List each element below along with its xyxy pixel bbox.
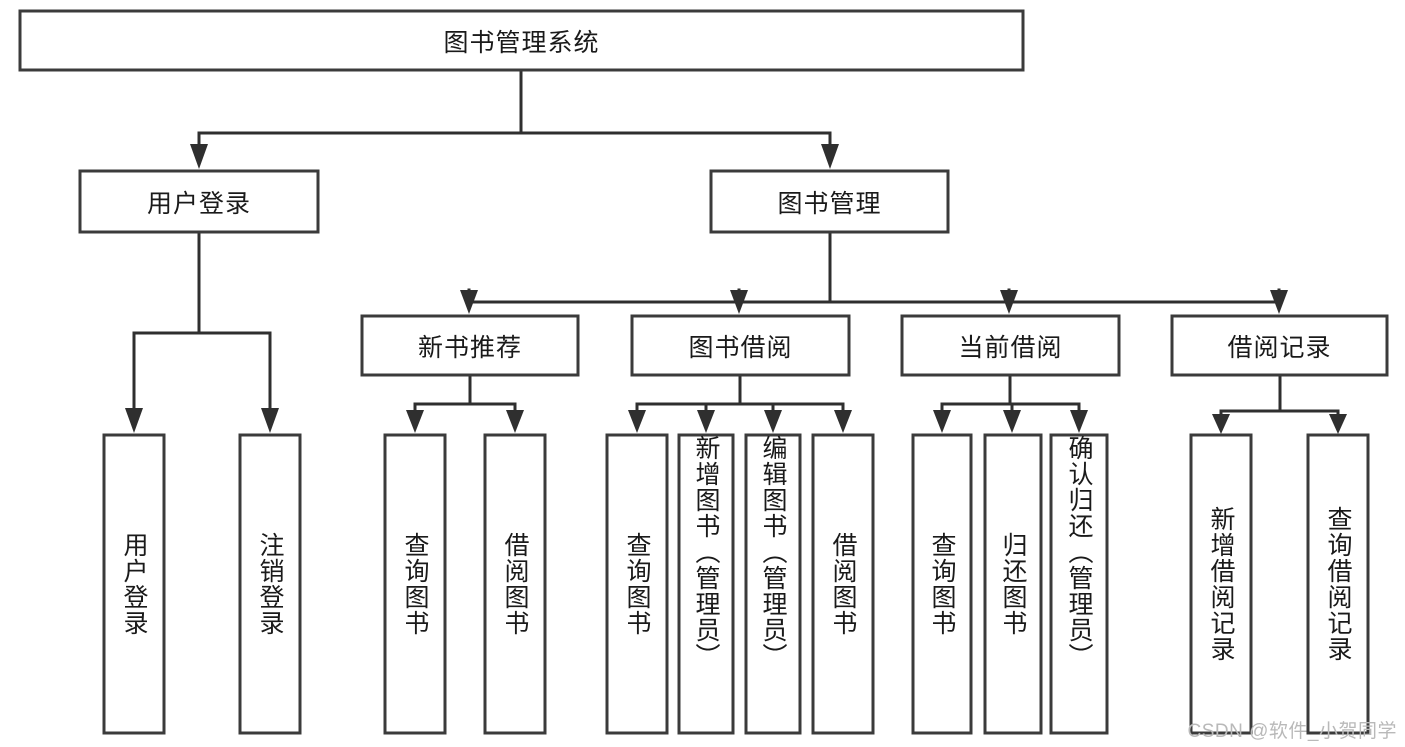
arrow-head-book-borrow — [730, 290, 748, 314]
node-box-book-management[interactable] — [709, 169, 950, 234]
arrow-head-bb-edit — [764, 410, 782, 433]
connectors-borrow-record-children — [1212, 373, 1347, 434]
node-box-leaf-cb-return-book[interactable] — [983, 433, 1043, 735]
arrow-head-cb-return — [1003, 410, 1021, 433]
node-box-book-borrow[interactable] — [630, 314, 851, 377]
arrow-head-br-add — [1212, 414, 1230, 434]
connectors-book-borrow-children — [628, 373, 852, 433]
arrow-head-bb-query — [628, 410, 646, 433]
arrow-head-leaf-user-login — [125, 408, 143, 433]
node-box-root[interactable] — [18, 9, 1025, 72]
node-box-leaf-nbr-borrow-book[interactable] — [483, 433, 547, 735]
connectors-book-mgmt-to-level3 — [460, 230, 1288, 314]
connectors-new-book-rec-children — [406, 373, 524, 433]
node-box-leaf-bb-edit-book-admin[interactable] — [744, 433, 802, 735]
node-box-current-borrow[interactable] — [900, 314, 1121, 377]
connectors-root-to-level2 — [190, 68, 839, 169]
node-box-leaf-br-query-record[interactable] — [1306, 433, 1370, 735]
arrow-head-nbr-borrow — [506, 410, 524, 433]
node-box-leaf-bb-query-book[interactable] — [605, 433, 669, 735]
arrow-head-bb-add — [697, 410, 715, 433]
connectors-current-borrow-children — [933, 373, 1088, 433]
arrow-head-leaf-logout — [261, 408, 279, 433]
node-box-leaf-cb-confirm-return-admin[interactable] — [1049, 433, 1109, 735]
node-box-leaf-cb-query-book[interactable] — [911, 433, 973, 735]
node-box-new-book-recommend[interactable] — [360, 314, 580, 377]
arrow-head-user-login — [190, 144, 208, 169]
arrow-head-current-borrow — [1000, 290, 1018, 314]
node-box-borrow-record[interactable] — [1170, 314, 1389, 377]
arrow-head-cb-confirm — [1070, 410, 1088, 433]
node-box-leaf-logout[interactable] — [238, 433, 302, 735]
node-box-leaf-bb-borrow-book[interactable] — [811, 433, 875, 735]
arrow-head-br-query — [1329, 414, 1347, 434]
node-box-leaf-bb-add-book-admin[interactable] — [677, 433, 735, 735]
arrow-head-nbr-query — [406, 410, 424, 433]
connectors-user-login-children — [125, 230, 279, 433]
arrow-head-bb-borrow — [834, 410, 852, 433]
arrow-head-new-book-rec — [460, 290, 478, 314]
node-box-leaf-br-add-record[interactable] — [1189, 433, 1253, 735]
arrow-head-cb-query — [933, 410, 951, 433]
node-box-leaf-user-login[interactable] — [102, 433, 166, 735]
node-box-user-login[interactable] — [78, 169, 320, 234]
arrow-head-borrow-record — [1270, 290, 1288, 314]
node-box-leaf-nbr-query-book[interactable] — [383, 433, 447, 735]
arrow-head-book-mgmt — [821, 144, 839, 169]
